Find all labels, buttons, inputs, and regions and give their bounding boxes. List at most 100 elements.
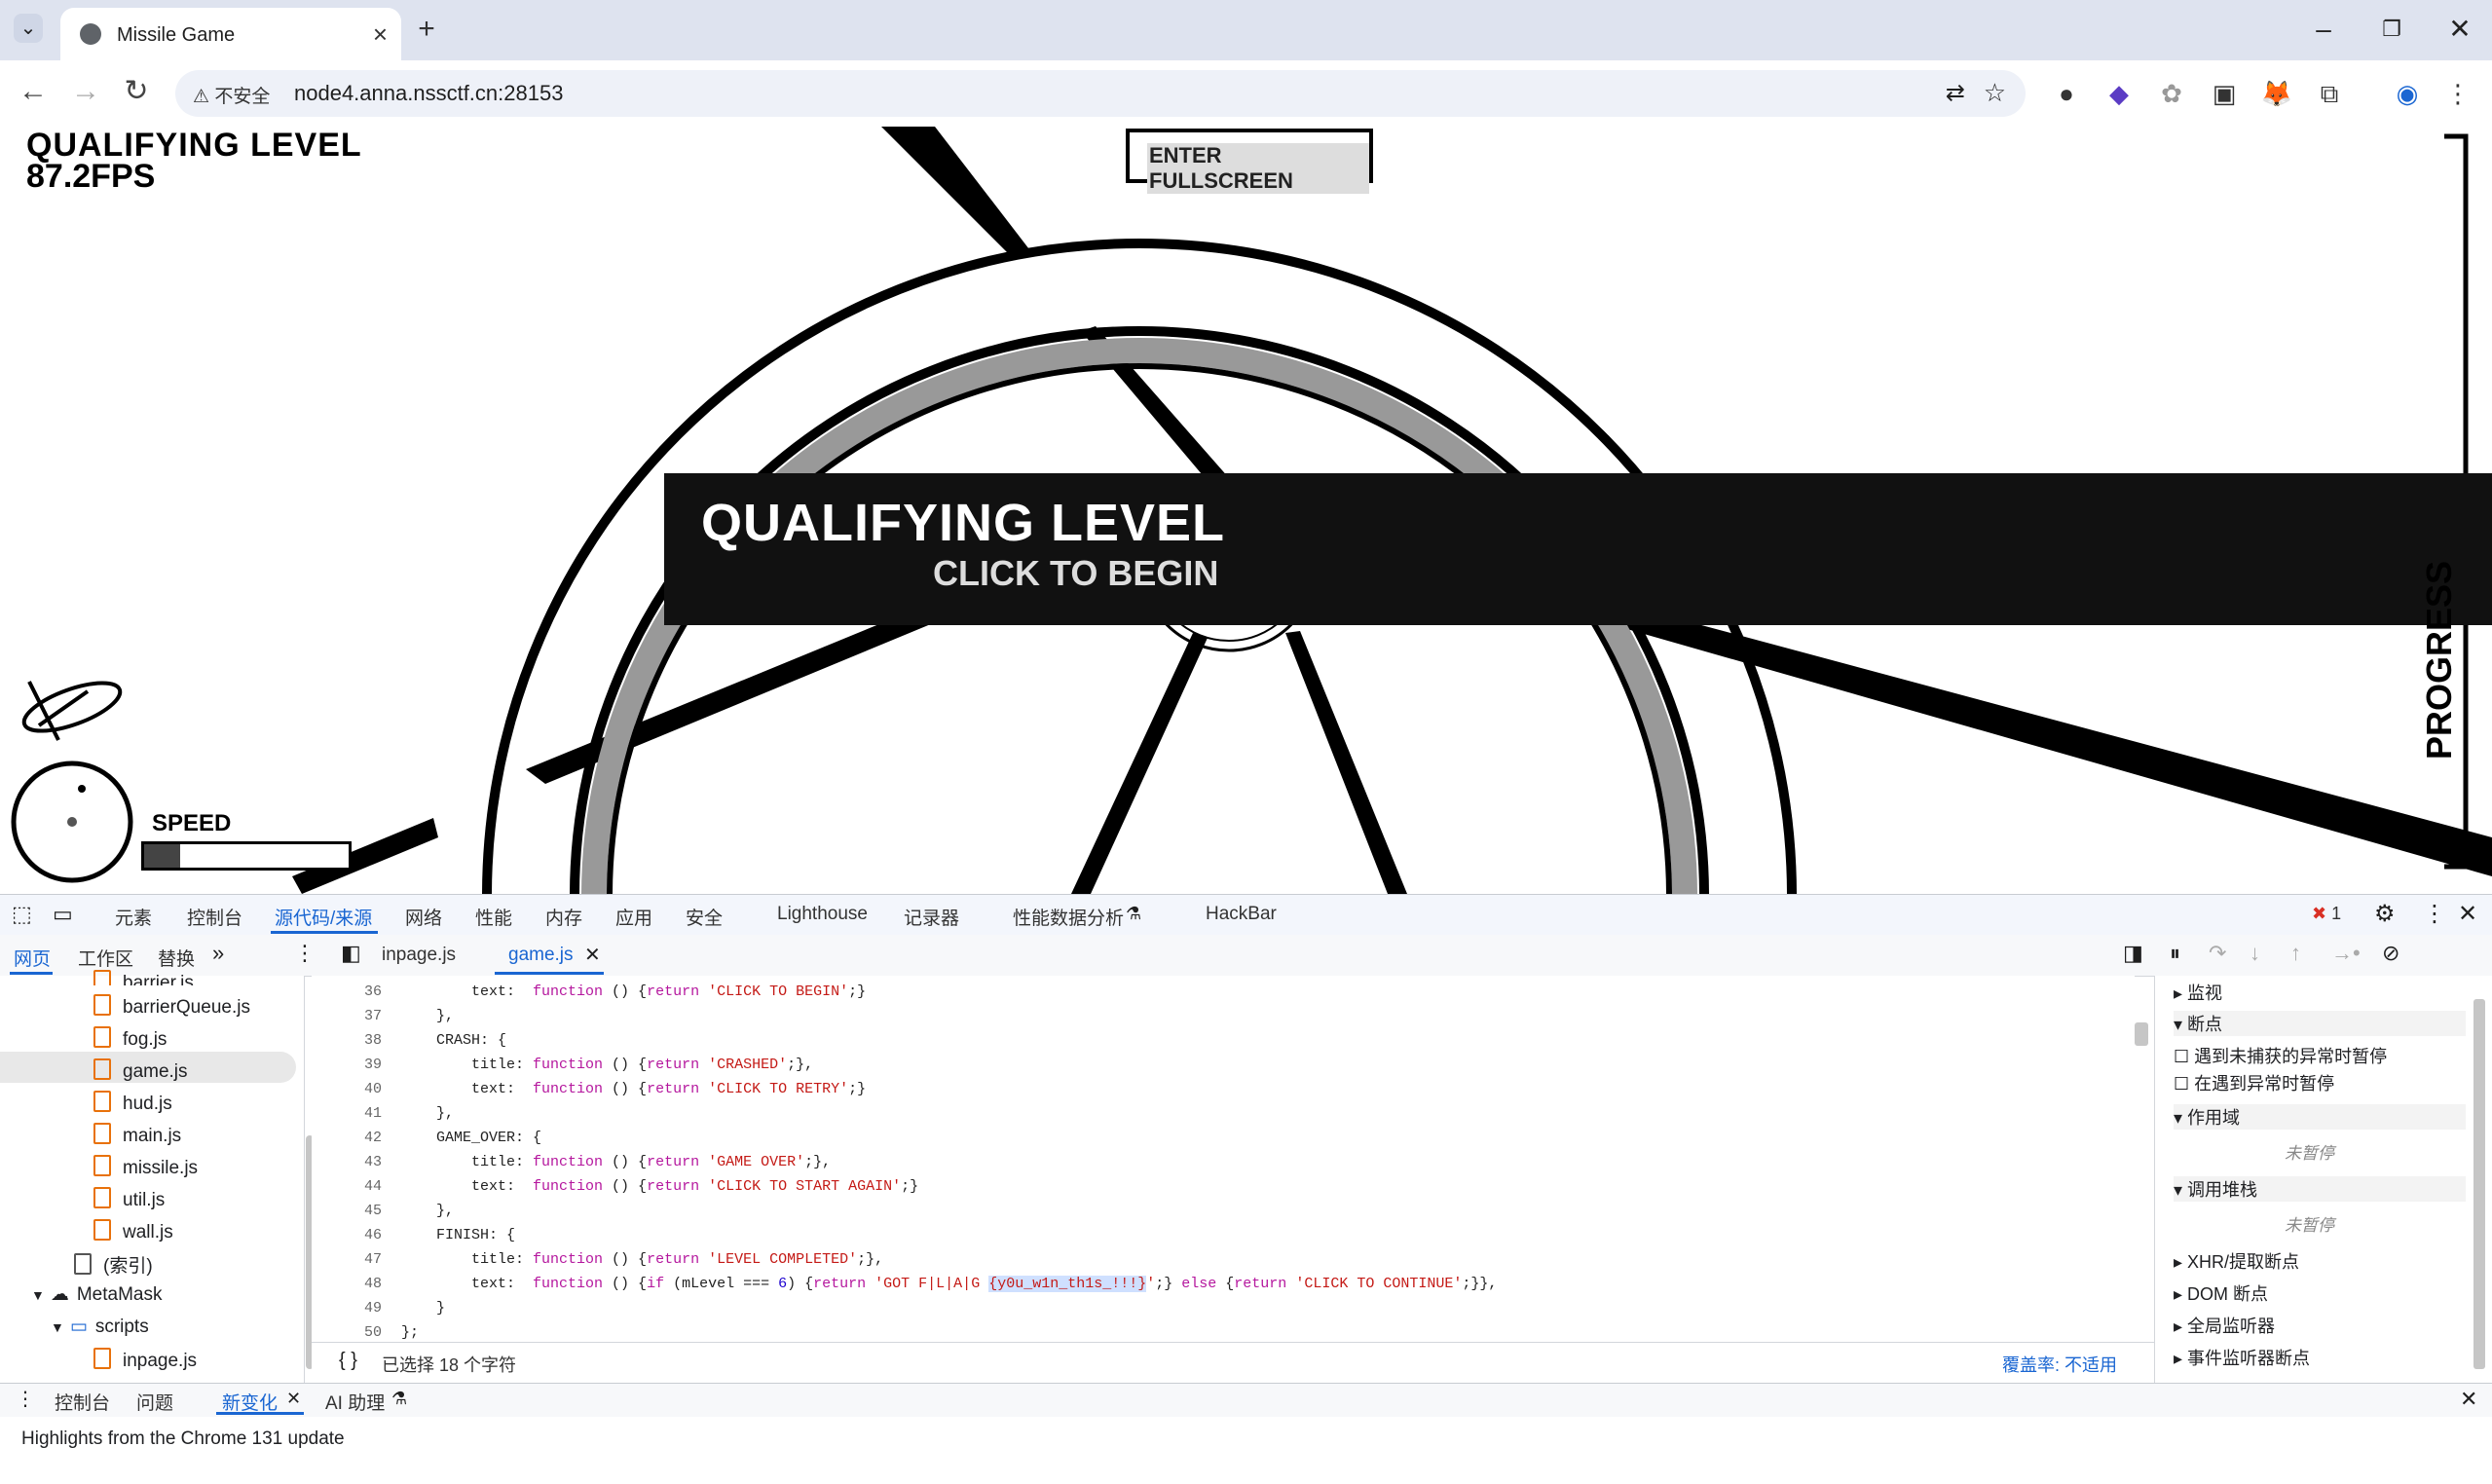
drawer-tab-ai-assistant[interactable]: AI 助理	[325, 1393, 386, 1414]
pause-icon[interactable]: ⏸	[2170, 941, 2181, 965]
file-barrier[interactable]: barrier.js	[93, 970, 194, 985]
restore-icon[interactable]: ❐	[2382, 17, 2401, 41]
line-number[interactable]: 47	[363, 1251, 382, 1268]
line-number[interactable]: 37	[363, 1008, 382, 1024]
section-dom-breakpoints[interactable]: ▸ DOM 断点	[2174, 1284, 2269, 1304]
file-fog[interactable]: fog.js	[93, 1026, 167, 1051]
line-number[interactable]: 48	[363, 1276, 382, 1292]
sidebar-scrollbar[interactable]	[2473, 999, 2485, 1369]
line-number[interactable]: 39	[363, 1057, 382, 1073]
section-call-stack[interactable]: ▾ 调用堆栈	[2174, 1176, 2466, 1202]
file-barrierqueue[interactable]: barrierQueue.js	[93, 994, 250, 1019]
extension-badge-icon[interactable]: ◆	[2109, 79, 2129, 108]
editor-tab-inpage[interactable]: inpage.js	[382, 945, 457, 965]
line-number[interactable]: 38	[363, 1032, 382, 1049]
profile-avatar-icon[interactable]: ◉	[2396, 79, 2419, 108]
enter-fullscreen-button[interactable]: ENTER FULLSCREEN	[1126, 129, 1373, 194]
devtools-menu-icon[interactable]: ⋮	[2423, 901, 2446, 927]
settings-gear-icon[interactable]: ⚙	[2374, 901, 2396, 927]
section-breakpoints[interactable]: ▾ 断点	[2174, 1011, 2466, 1036]
browser-tab[interactable]: Missile Game ×	[60, 8, 401, 60]
coverage-value[interactable]: 不适用	[2064, 1355, 2117, 1375]
start-banner[interactable]	[664, 473, 2492, 625]
step-over-icon[interactable]: ↷	[2209, 941, 2227, 965]
tab-performance[interactable]: 性能	[475, 909, 513, 929]
pause-uncaught-checkbox[interactable]: ☐ 遇到未捕获的异常时暂停	[2174, 1047, 2388, 1066]
tab-network[interactable]: 网络	[405, 909, 443, 929]
pretty-print-icon[interactable]: { }	[339, 1350, 357, 1371]
line-number[interactable]: 40	[363, 1081, 382, 1097]
extension-robot-icon[interactable]: ▣	[2212, 79, 2237, 108]
not-secure-indicator[interactable]: ⚠ 不安全	[193, 87, 271, 107]
address-bar[interactable]: ⚠ 不安全 node4.anna.nssctf.cn:28153 ⇄ ☆	[175, 70, 2026, 117]
new-tab-button[interactable]: +	[418, 13, 435, 45]
window-close-icon[interactable]: ✕	[2448, 14, 2472, 44]
file-wall[interactable]: wall.js	[93, 1219, 173, 1243]
line-number[interactable]: 50	[363, 1324, 382, 1341]
file-main[interactable]: main.js	[93, 1123, 181, 1147]
file-index[interactable]: (索引)	[74, 1251, 153, 1278]
tab-application[interactable]: 应用	[615, 909, 653, 929]
section-watch[interactable]: ▸ 监视	[2174, 983, 2223, 1003]
extension-circle-icon[interactable]: ●	[2059, 79, 2074, 108]
close-editor-tab-icon[interactable]: ✕	[584, 945, 601, 966]
close-drawer-icon[interactable]: ✕	[2460, 1387, 2478, 1411]
file-inpage[interactable]: inpage.js	[93, 1348, 197, 1372]
code-scrollbar[interactable]	[2135, 1022, 2148, 1046]
tree-scripts[interactable]: ▼▭scripts	[51, 1317, 149, 1337]
checkbox-icon[interactable]: ☐	[2174, 1074, 2190, 1094]
metamask-fox-icon[interactable]: 🦊	[2260, 79, 2293, 108]
translate-icon[interactable]: ⇄	[1945, 80, 1965, 106]
file-missile[interactable]: missile.js	[93, 1155, 198, 1179]
extensions-puzzle-icon[interactable]: ⧉	[2320, 79, 2339, 108]
device-toolbar-icon[interactable]: ▭	[53, 902, 73, 926]
nav-menu-icon[interactable]: ⋮	[294, 941, 316, 965]
file-util[interactable]: util.js	[93, 1187, 165, 1211]
step-out-icon[interactable]: ↑	[2290, 941, 2301, 965]
line-number[interactable]: 41	[363, 1105, 382, 1122]
nav-tab-workspace[interactable]: 工作区	[78, 949, 134, 970]
tab-console[interactable]: 控制台	[187, 909, 243, 929]
inspect-element-icon[interactable]: ⬚	[12, 902, 32, 926]
nav-tab-overrides[interactable]: 替换	[158, 949, 196, 970]
devtools-close-icon[interactable]: ✕	[2458, 901, 2478, 927]
line-number[interactable]: 36	[363, 983, 382, 1000]
nav-tab-page[interactable]: 网页	[14, 949, 52, 970]
close-tab-icon[interactable]: ×	[372, 19, 388, 49]
step-icon[interactable]: →•	[2331, 941, 2361, 965]
line-number[interactable]: 46	[363, 1227, 382, 1243]
section-scope[interactable]: ▾ 作用域	[2174, 1104, 2466, 1130]
bookmark-star-icon[interactable]: ☆	[1983, 78, 2006, 107]
file-game[interactable]: game.js	[93, 1058, 188, 1083]
toggle-navigator-icon[interactable]: ◧	[341, 941, 361, 965]
line-number[interactable]: 45	[363, 1203, 382, 1219]
line-number[interactable]: 42	[363, 1130, 382, 1146]
browser-menu-icon[interactable]: ⋮	[2445, 79, 2471, 108]
tree-metamask[interactable]: ▼☁MetaMask	[31, 1284, 163, 1305]
back-icon[interactable]: ←	[19, 75, 48, 107]
file-hud[interactable]: hud.js	[93, 1091, 172, 1115]
toggle-debugger-icon[interactable]: ◨	[2123, 941, 2143, 965]
tab-recorder[interactable]: 记录器	[904, 909, 960, 929]
line-number[interactable]: 44	[363, 1178, 382, 1195]
extension-flower-icon[interactable]: ✿	[2161, 79, 2182, 108]
drawer-tab-console[interactable]: 控制台	[55, 1393, 111, 1414]
section-xhr-breakpoints[interactable]: ▸ XHR/提取断点	[2174, 1252, 2300, 1272]
drawer-tab-whats-new[interactable]: 新变化	[222, 1393, 279, 1414]
minimize-icon[interactable]: –	[2316, 14, 2331, 44]
tab-memory[interactable]: 内存	[545, 909, 583, 929]
section-event-listener-breakpoints[interactable]: ▸ 事件监听器断点	[2174, 1349, 2311, 1368]
checkbox-icon[interactable]: ☐	[2174, 1047, 2190, 1066]
drawer-menu-icon[interactable]: ⋮	[16, 1389, 35, 1410]
close-drawer-tab-icon[interactable]: ✕	[286, 1389, 302, 1408]
reload-icon[interactable]: ↻	[124, 75, 149, 107]
line-number[interactable]: 49	[363, 1300, 382, 1317]
section-global-listeners[interactable]: ▸ 全局监听器	[2174, 1317, 2276, 1336]
drawer-tab-issues[interactable]: 问题	[136, 1393, 174, 1414]
line-number[interactable]: 43	[363, 1154, 382, 1170]
editor-tab-game[interactable]: game.js	[508, 945, 574, 965]
tab-lighthouse[interactable]: Lighthouse	[777, 904, 868, 924]
tab-sources[interactable]: 源代码/来源	[275, 909, 373, 929]
tab-security[interactable]: 安全	[686, 909, 724, 929]
more-tabs-icon[interactable]: »	[212, 941, 225, 965]
